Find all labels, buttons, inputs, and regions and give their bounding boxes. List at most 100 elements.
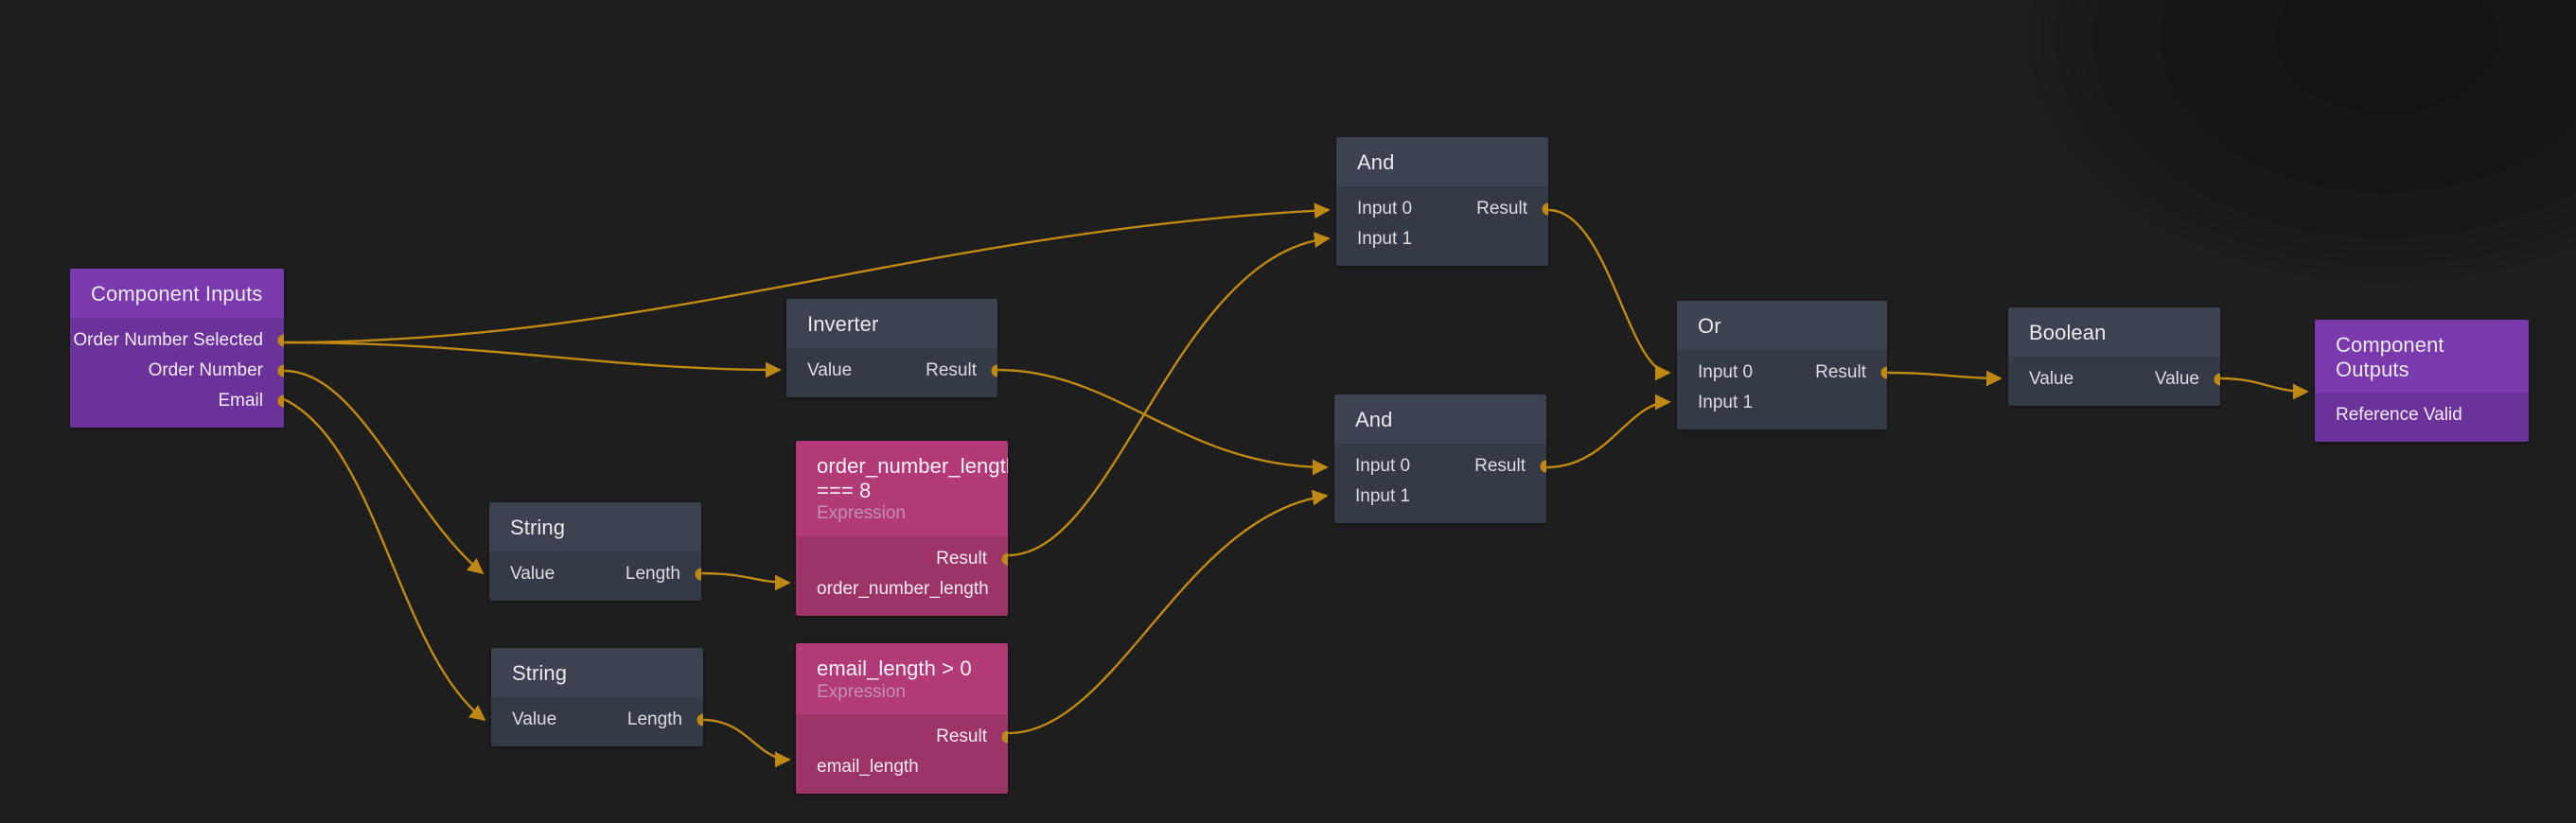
wire[interactable] [283, 341, 782, 378]
wire[interactable] [1886, 370, 2003, 387]
node-header[interactable]: Inverter [786, 299, 997, 348]
output-port-label[interactable]: Result [1474, 455, 1526, 476]
node-header[interactable]: String [491, 648, 703, 697]
node-header[interactable]: And [1334, 394, 1546, 444]
output-port-label[interactable]: Result [926, 359, 977, 380]
node-header[interactable]: Component Inputs [70, 269, 284, 318]
input-port-label[interactable]: Value [807, 359, 853, 380]
wire[interactable] [2219, 376, 2309, 400]
output-port-dot[interactable] [1001, 552, 1008, 566]
port-row: Email [70, 386, 284, 416]
wire[interactable] [997, 368, 1329, 476]
node-header[interactable]: Or [1677, 301, 1887, 350]
output-port-dot[interactable] [1880, 366, 1887, 379]
node-header[interactable]: Component Outputs [2315, 320, 2529, 394]
wire[interactable] [1545, 394, 1671, 469]
node-title: String [510, 516, 566, 539]
wire[interactable] [283, 397, 486, 722]
node-title: And [1357, 150, 1395, 174]
port-row: Value Length [489, 559, 701, 589]
port-row: Input 1 [1677, 388, 1887, 418]
port-row: email_length [796, 752, 1008, 782]
output-port-label[interactable]: Length [626, 709, 682, 729]
node-body: Value Length [491, 696, 703, 746]
output-port-label[interactable]: Order Number [148, 359, 263, 380]
input-port-label[interactable]: Value [512, 709, 557, 729]
node-title: String [512, 661, 568, 685]
output-port-label[interactable]: Result [1476, 198, 1527, 219]
node-header[interactable]: And [1336, 137, 1548, 186]
output-port-dot[interactable] [277, 394, 284, 408]
output-port-label[interactable]: Value [2154, 368, 2199, 389]
port-row: order_number_length [796, 574, 1008, 604]
node-title: Inverter [807, 312, 879, 336]
output-port-dot[interactable] [991, 364, 997, 377]
port-row: Input 0 Result [1334, 451, 1546, 482]
node-header[interactable]: Boolean [2008, 307, 2220, 357]
wire[interactable] [1007, 489, 1329, 735]
node-subtitle: Expression [817, 681, 906, 702]
input-port-label[interactable]: Value [2029, 368, 2074, 389]
output-port-dot[interactable] [1542, 202, 1548, 216]
wire[interactable] [700, 571, 791, 591]
node-body: Value Value [2008, 356, 2220, 406]
input-port-label[interactable]: Input 1 [1355, 485, 1411, 506]
input-port-label[interactable]: Reference Valid [2336, 405, 2462, 426]
output-port-dot[interactable] [1001, 730, 1008, 744]
node-body: Value Result [786, 347, 997, 397]
output-port-label[interactable]: Email [218, 390, 263, 411]
output-port-label[interactable]: Order Number Selected [73, 329, 263, 350]
output-port-label[interactable]: Length [625, 563, 680, 584]
input-port-label[interactable]: Input 1 [1698, 392, 1754, 412]
output-port-dot[interactable] [695, 568, 701, 581]
port-row: Reference Valid [2315, 400, 2529, 430]
output-port-dot[interactable] [277, 364, 284, 377]
port-row: Input 0 Result [1336, 194, 1548, 224]
output-port-dot[interactable] [2214, 373, 2220, 386]
input-port-label[interactable]: Input 0 [1357, 198, 1413, 219]
corner-vignette [2027, 0, 2576, 284]
input-port-label[interactable]: Input 0 [1355, 455, 1411, 476]
input-port-label[interactable]: order_number_length [817, 578, 989, 599]
node-title: Component Outputs [2336, 333, 2444, 381]
wire[interactable] [702, 718, 791, 768]
wire[interactable] [1547, 208, 1671, 381]
port-row: Result [796, 722, 1008, 752]
wire[interactable] [1007, 232, 1331, 557]
output-port-label[interactable]: Result [936, 727, 987, 747]
port-row: Input 0 Result [1677, 358, 1887, 388]
input-port-label[interactable]: Value [510, 563, 556, 584]
output-port-label[interactable]: Result [1815, 361, 1866, 382]
node-title: email_length > 0 [817, 657, 972, 680]
input-port-label[interactable]: Input 0 [1698, 361, 1754, 382]
output-port-label[interactable]: Result [936, 548, 987, 569]
input-port-label[interactable]: email_length [817, 757, 919, 778]
output-port-dot[interactable] [697, 713, 703, 727]
wire[interactable] [283, 369, 485, 575]
output-port-dot[interactable] [277, 334, 284, 347]
port-row: Order Number [70, 356, 284, 386]
port-row: Result [796, 544, 1008, 574]
node-header[interactable]: String [489, 502, 701, 552]
port-row: Input 1 [1336, 224, 1548, 254]
port-row: Value Value [2008, 364, 2220, 394]
input-port-label[interactable]: Input 1 [1357, 228, 1413, 249]
output-port-dot[interactable] [1540, 460, 1546, 473]
